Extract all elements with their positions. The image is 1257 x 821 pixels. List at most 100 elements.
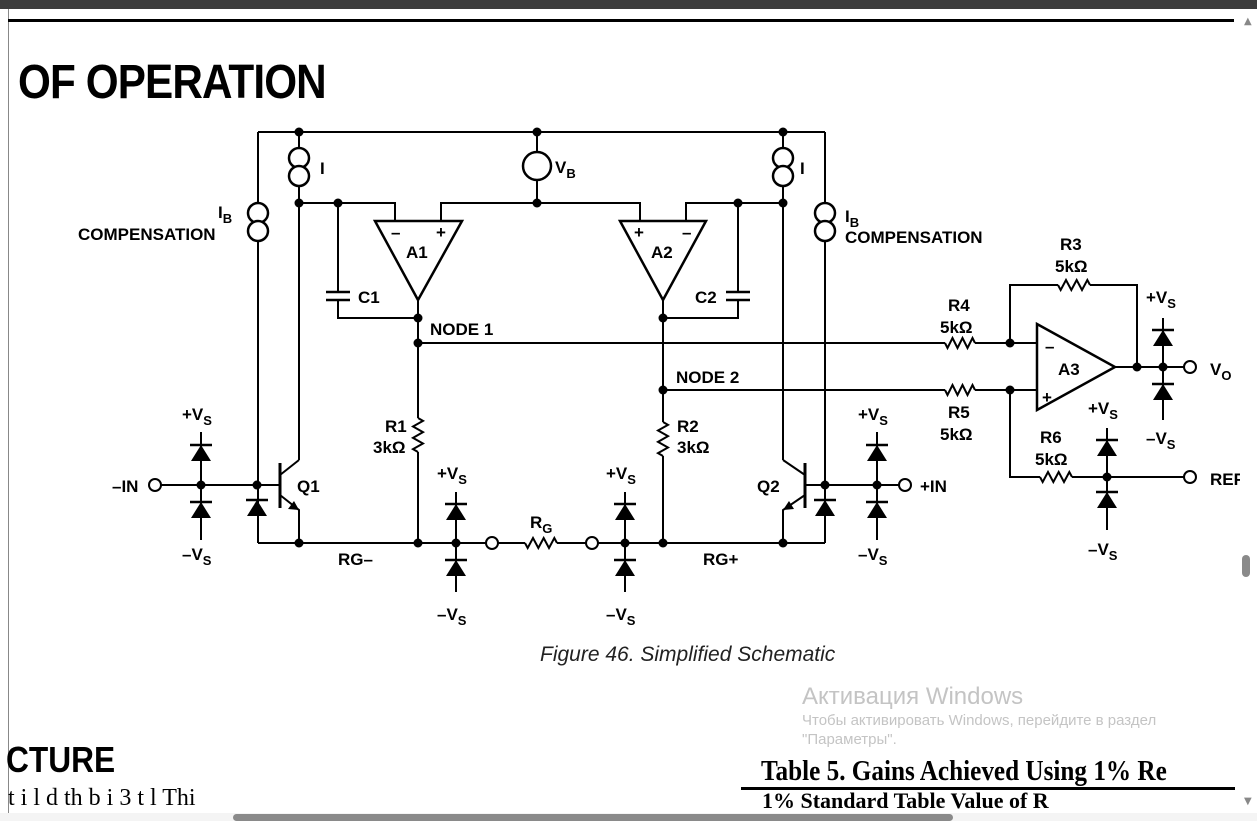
junction-dot — [658, 313, 668, 323]
label: +IN — [920, 477, 947, 496]
diode — [867, 502, 887, 518]
wire — [1057, 277, 1091, 293]
junction-dot — [778, 538, 788, 548]
terminal — [1183, 470, 1197, 484]
label: –VS — [858, 545, 888, 568]
label: + — [436, 223, 446, 242]
label: –VS — [606, 605, 636, 628]
wire — [1009, 390, 1040, 478]
diode — [446, 560, 466, 576]
diode — [1153, 330, 1173, 346]
label: R6 — [1040, 428, 1062, 447]
label: C2 — [695, 288, 717, 307]
label: COMPENSATION — [78, 225, 216, 244]
label: Q2 — [757, 477, 780, 496]
wire — [944, 382, 976, 398]
junction-dot — [252, 480, 262, 490]
emitter-arrow — [783, 501, 794, 510]
section-heading: OF OPERATION — [18, 56, 327, 109]
wire — [685, 202, 783, 222]
label: 5kΩ — [1035, 450, 1068, 469]
diode — [191, 445, 211, 461]
label: –IN — [112, 477, 138, 496]
label: + — [634, 223, 644, 242]
junction-dot — [294, 538, 304, 548]
wire — [524, 535, 558, 551]
diode — [1153, 384, 1173, 400]
label: R2 — [677, 417, 699, 436]
junction-dot — [413, 313, 423, 323]
label: 3kΩ — [373, 438, 406, 457]
diode — [1097, 492, 1117, 508]
label: REF — [1210, 470, 1244, 489]
label: +VS — [858, 405, 888, 428]
section-heading-architecture: CTURE — [6, 739, 116, 780]
horizontal-scroll-thumb[interactable] — [233, 814, 953, 821]
terminal — [585, 536, 599, 550]
terminal — [148, 478, 162, 492]
wire — [337, 300, 418, 319]
windows-activation-title: Активация Windows — [802, 683, 1024, 710]
op-amp — [1035, 321, 1118, 413]
label: – — [682, 223, 691, 242]
label: – — [391, 223, 400, 242]
terminal — [898, 478, 912, 492]
wire — [299, 202, 396, 222]
label: R1 — [385, 417, 407, 436]
vertical-scrollbar[interactable] — [1240, 9, 1257, 812]
label: I — [800, 159, 805, 178]
label: COMPENSATION — [845, 228, 983, 247]
op-amp — [617, 219, 709, 303]
junction-dot — [820, 480, 830, 490]
vertical-scroll-thumb[interactable] — [1242, 555, 1250, 577]
windows-activation-text-2: "Параметры". — [802, 731, 897, 748]
current-source — [287, 164, 311, 188]
label: R3 — [1060, 235, 1082, 254]
current-source — [771, 164, 795, 188]
body-text: t i l d th b i 3 t l Thi — [8, 785, 196, 811]
scroll-down-arrow-icon[interactable]: ▼ — [1244, 796, 1252, 807]
scroll-up-arrow-icon[interactable]: ▲ — [1244, 16, 1252, 27]
label: + — [1042, 388, 1052, 407]
terminal — [1183, 360, 1197, 374]
diode — [615, 504, 635, 520]
wire — [410, 417, 426, 453]
label: VO — [1210, 360, 1231, 383]
label: A1 — [406, 243, 428, 262]
label: 5kΩ — [940, 425, 973, 444]
label: IB — [845, 207, 859, 230]
diode — [815, 500, 835, 516]
pdf-page — [8, 9, 1241, 821]
label: R4 — [948, 296, 970, 315]
diode — [247, 500, 267, 516]
figure-caption: Figure 46. Simplified Schematic — [540, 643, 836, 666]
current-source — [813, 219, 837, 243]
label: –VS — [437, 605, 467, 628]
terminal — [485, 536, 499, 550]
junction-dot — [413, 538, 423, 548]
label: 5kΩ — [940, 318, 973, 337]
current-source — [246, 219, 270, 243]
junction-dot — [778, 198, 788, 208]
header-rule — [8, 19, 1234, 22]
emitter-arrow — [288, 501, 299, 510]
junction-dot — [532, 198, 542, 208]
label: IB — [218, 203, 232, 226]
windows-activation-text: Чтобы активировать Windows, перейдите в … — [802, 712, 1157, 729]
label: RG — [530, 513, 552, 536]
label: +VS — [182, 405, 212, 428]
wire — [440, 202, 641, 222]
label: +VS — [1088, 399, 1118, 422]
diode — [1097, 440, 1117, 456]
wire — [944, 335, 976, 351]
label: RG+ — [703, 550, 739, 569]
label: VB — [555, 158, 576, 181]
op-amp — [372, 219, 465, 303]
label: NODE 1 — [430, 320, 493, 339]
wire — [663, 300, 739, 319]
table-rule — [741, 787, 1235, 790]
label: R5 — [948, 403, 970, 422]
table-subtitle: 1% Standard Table Value of R — [762, 788, 1049, 813]
label: – — [1045, 337, 1054, 356]
wire — [279, 459, 300, 476]
